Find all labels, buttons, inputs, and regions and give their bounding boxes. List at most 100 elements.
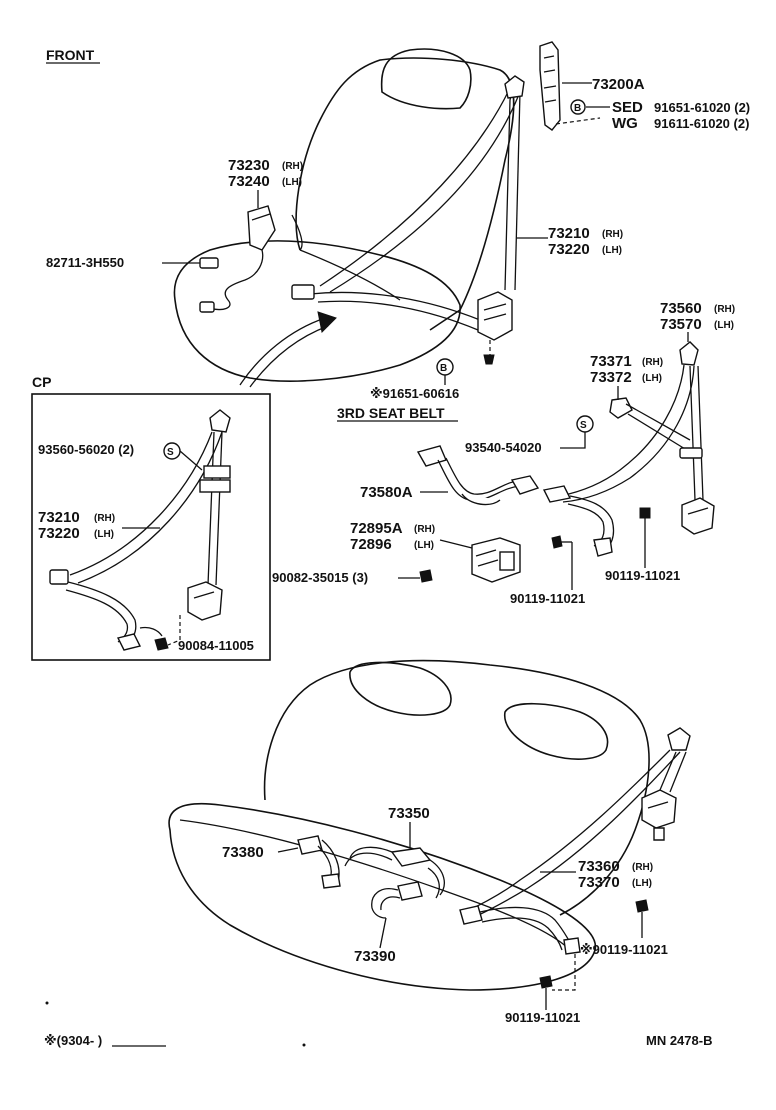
label-73570: 73570 [660,316,702,333]
third-seat-belt-assembly [416,341,715,583]
front-upper-anchor [504,75,525,99]
front-seat-back [295,57,515,331]
label-90119-11021-center: 90119-11021 [510,591,585,606]
part-73200a-adjuster [539,41,601,131]
svg-text:(RH): (RH) [714,304,735,315]
label-91651-61020: 91651-61020 (2) [654,100,750,115]
buckle-73390 [397,881,423,901]
cp-bolt-s-icon: S [163,442,181,460]
rear-bolt-upper-icon [635,899,649,913]
label-91611-61020: 91611-61020 (2) [654,116,749,131]
front-lap-belt [309,291,481,321]
front-bolt-b-icon: B [436,358,454,376]
arrow-head-icon [317,311,337,334]
svg-text:(LH): (LH) [282,177,302,188]
buckle-73380 [297,835,323,855]
cp-upper-anchor [209,409,231,433]
front-seat-cushion [173,240,461,382]
third-upper-anchor [679,341,699,366]
cp-header: CP [32,374,51,390]
front-shoulder-belt [319,87,511,287]
front-header: FRONT [46,47,95,63]
front-retractor [477,291,513,341]
rear-headrest-left [349,661,452,716]
label-90119-11021-rear-lower: 90119-11021 [505,1010,580,1025]
front-tongue-plate [291,284,315,300]
label-wg: WG [612,115,638,132]
bolt-90119-icon [551,535,563,549]
rear-shoulder-belt [464,749,671,913]
front-seat-assembly: B [173,48,525,382]
bolt-s-icon: S [576,415,594,433]
label-82711-3h550: 82711-3H550 [46,255,124,270]
label-73210-front: 73210 [548,225,590,242]
center-belt-73350 [390,847,432,867]
rear-seat-assembly [168,659,691,991]
label-90084-11005: 90084-11005 [178,638,254,653]
rear-seat-cushion [168,803,597,991]
label-73371: 73371 [590,353,632,370]
svg-text:(LH): (LH) [602,245,622,256]
svg-text:(LH): (LH) [414,540,434,551]
third-buckle-73580a [416,445,447,467]
label-90119-11021-right: 90119-11021 [605,568,680,583]
rear-tongue-plate [459,905,483,925]
svg-text:(RH): (RH) [642,357,663,368]
label-90119-11021-rear-upper: ※90119-11021 [580,942,668,957]
svg-text:(LH): (LH) [94,529,114,540]
label-sed: SED [612,99,643,116]
rear-headrest-right [504,702,609,760]
rear-upper-anchor [667,727,691,751]
svg-text:B: B [574,103,581,114]
bolt-b-icon: B [570,99,586,115]
label-73360: 73360 [578,858,620,875]
label-91651-60616: ※91651-60616 [370,386,459,401]
svg-text:(LH): (LH) [714,320,734,331]
label-73210-cp: 73210 [38,509,80,526]
cp-inset-border [31,393,271,661]
label-93560-56020: 93560-56020 (2) [38,442,134,457]
footer-reference: MN 2478-B [646,1033,712,1048]
label-73350: 73350 [388,805,430,822]
svg-text:(LH): (LH) [642,373,662,384]
label-73390: 73390 [354,948,396,965]
svg-text:(RH): (RH) [282,161,303,172]
label-73240: 73240 [228,173,270,190]
cp-bolt-icon [154,637,169,651]
cp-inset-panel: CP [31,374,271,661]
svg-text:(RH): (RH) [94,513,115,524]
svg-text:B: B [440,363,447,374]
label-73370: 73370 [578,874,620,891]
label-72895a: 72895A [350,520,403,537]
cp-retractor [187,581,223,621]
bolt-90082-icon [419,569,433,583]
footer-date-code: ※(9304- ) [44,1033,102,1048]
buckle-switch-wire [209,249,264,311]
svg-text:(RH): (RH) [632,862,653,873]
rear-bolt-lower-icon [539,975,553,989]
pointer-arrow [239,317,326,386]
front-headrest [380,48,472,110]
label-73230: 73230 [228,157,270,174]
front-buckle [247,205,276,251]
third-seat-belt-header: 3RD SEAT BELT [337,405,445,421]
label-73220-front: 73220 [548,241,590,258]
svg-text:S: S [167,447,174,458]
svg-text:(LH): (LH) [632,878,652,889]
label-73220-cp: 73220 [38,525,80,542]
label-73560: 73560 [660,300,702,317]
label-73380: 73380 [222,844,264,861]
svg-text:(RH): (RH) [602,229,623,240]
rear-seat-back [263,659,650,916]
svg-text:S: S [580,420,587,431]
rear-retractor [641,789,677,829]
belt-guide-73371 [609,397,633,419]
label-73200a: 73200A [592,76,645,93]
label-73372: 73372 [590,369,632,386]
bolt-90119-rear-icon [639,507,651,519]
label-72896: 72896 [350,536,392,553]
label-73580a: 73580A [360,484,413,501]
third-tongue-plate [542,485,572,503]
label-90082-35015: 90082-35015 (3) [272,570,368,585]
